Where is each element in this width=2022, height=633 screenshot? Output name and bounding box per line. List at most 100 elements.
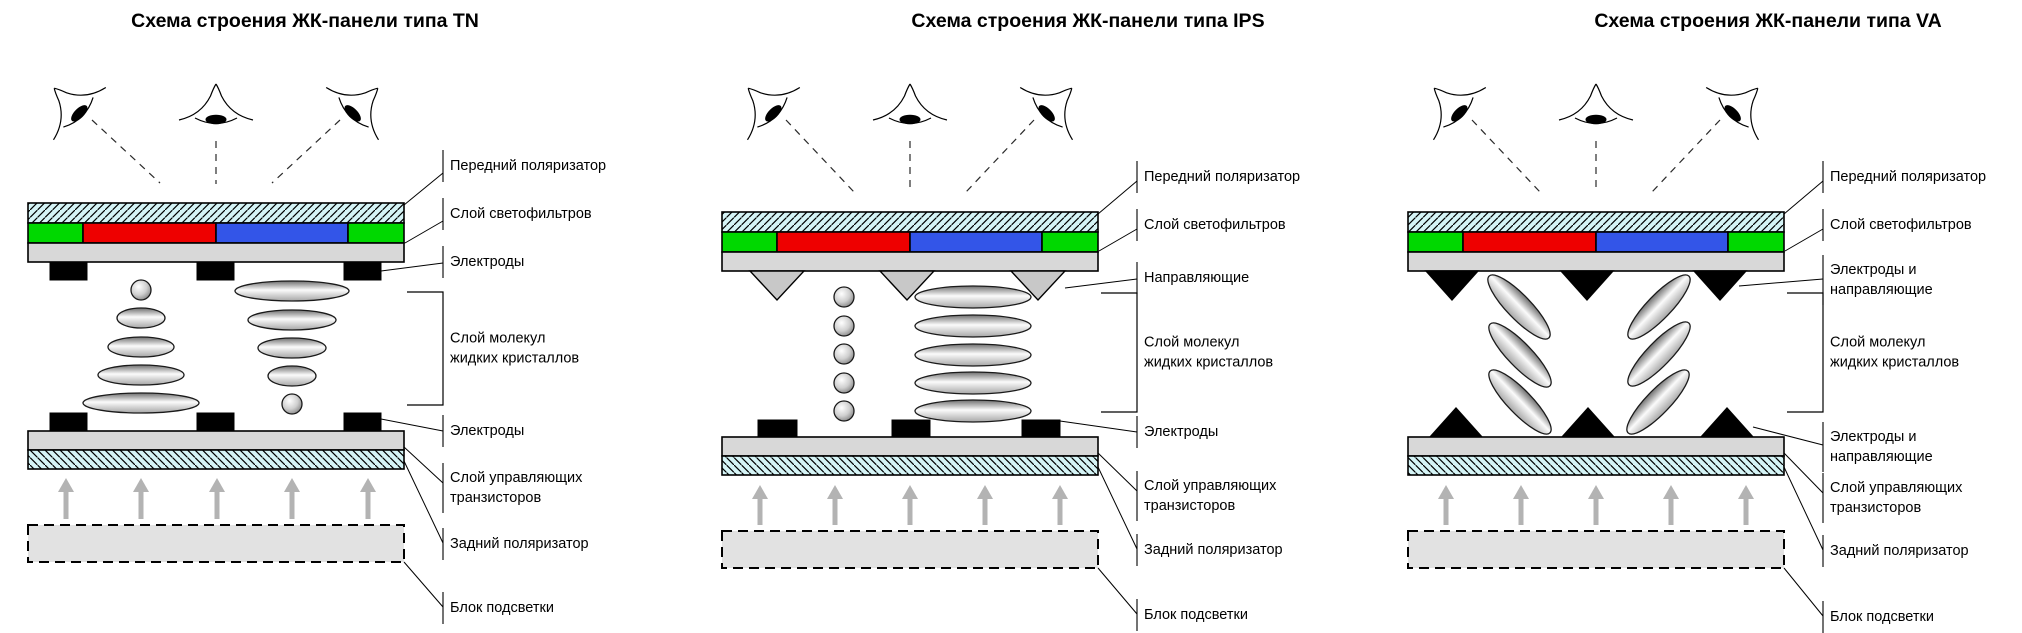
layer-label-backlight: Блок подсветки	[1097, 567, 1248, 631]
color-filter-blue	[909, 231, 1043, 253]
eye-icon	[1432, 86, 1487, 141]
eye-icon	[1558, 83, 1634, 125]
eye-pupil	[205, 114, 227, 125]
panel-va-diagram: Схема строения ЖК-панели типа VA Передний…	[1407, 10, 1986, 633]
viewing-angle-line	[785, 119, 855, 193]
layer-liquid-crystal-molecules	[1487, 274, 1691, 435]
label-text: Слой светофильтров	[1144, 217, 1286, 233]
layer-glass-top	[721, 251, 1099, 272]
lc-molecule-sphere	[833, 315, 855, 337]
layer-glass-bottom	[1407, 436, 1785, 457]
electrode-guide-triangle-top	[1692, 270, 1748, 302]
lc-molecule	[914, 314, 1032, 338]
label-text: Передний поляризатор	[1830, 169, 1986, 185]
molecules-bracket	[407, 291, 444, 406]
eye-icon	[1019, 86, 1074, 141]
label-text: Слой молекул	[450, 330, 545, 346]
label-text: Блок подсветки	[1830, 609, 1934, 625]
layer-backlight	[721, 530, 1099, 569]
label-leader-line	[1783, 180, 1824, 215]
label-leader-line	[1097, 567, 1138, 615]
layer-glass-top	[27, 242, 405, 263]
panel-title: Схема строения ЖК-панели типа IPS	[911, 10, 1264, 32]
light-arrow	[1052, 485, 1068, 525]
label-text: Электроды	[450, 423, 524, 439]
lc-molecule	[116, 307, 166, 329]
lc-molecule	[914, 285, 1032, 309]
lc-molecule-sphere	[833, 286, 855, 308]
label-text: Слой управляющих	[1830, 480, 1963, 496]
lc-molecule-tilted	[1626, 369, 1690, 435]
layer-label-back-polarizer: Задний поляризатор	[1097, 466, 1283, 566]
layer-label-backlight: Блок подсветки	[1783, 567, 1934, 633]
electrode-bottom	[196, 412, 235, 432]
label-text: Задний поляризатор	[450, 536, 589, 552]
label-leader-line	[380, 418, 444, 432]
lc-molecule-sphere	[281, 393, 303, 415]
light-arrow	[827, 485, 843, 525]
layer-glass-bottom	[721, 436, 1099, 457]
color-filter-green	[1407, 231, 1464, 253]
guide-triangle	[748, 270, 806, 302]
viewing-angle-line	[91, 119, 161, 184]
lc-molecule-sphere	[833, 372, 855, 394]
label-leader-line	[404, 220, 444, 244]
electrode-top	[196, 261, 235, 281]
layer-front-polarizer	[1407, 211, 1785, 233]
light-arrow	[209, 478, 225, 519]
lc-molecule-tilted	[1627, 321, 1691, 387]
panel-title: Схема строения ЖК-панели типа TN	[131, 10, 479, 32]
label-text: Передний поляризатор	[450, 158, 606, 174]
layer-liquid-crystal-molecules	[82, 279, 350, 415]
eye-pupil	[899, 114, 921, 125]
label-leader-line	[1783, 452, 1824, 494]
label-text: Слой молекул	[1830, 334, 1925, 350]
electrode-bottom	[757, 419, 798, 438]
molecules-bracket	[1101, 292, 1138, 413]
electrode-top	[343, 261, 382, 281]
light-arrow	[1588, 485, 1604, 525]
layer-label-molecules: Слой молекул жидких кристаллов	[1787, 292, 1959, 413]
electrode-guide-triangle-top	[1424, 270, 1480, 302]
label-text: Слой светофильтров	[450, 206, 592, 222]
color-filter-blue	[1595, 231, 1729, 253]
label-text: транзисторов	[450, 490, 541, 506]
layer-tft	[27, 449, 405, 470]
viewing-angle-line	[1471, 119, 1541, 193]
light-arrow	[284, 478, 300, 519]
eye-pupil	[1585, 114, 1607, 125]
label-leader-line	[380, 262, 444, 272]
layer-label-guides: Направляющие	[1064, 262, 1249, 294]
panel-title: Схема строения ЖК-панели типа VA	[1594, 10, 1941, 32]
color-filter-green	[721, 231, 778, 253]
lc-molecule	[247, 309, 337, 331]
layer-label-color-filters: Слой светофильтров	[1098, 209, 1286, 252]
lc-molecule	[267, 365, 317, 387]
electrode-guide-triangle-bottom	[1560, 406, 1616, 438]
label-text: Направляющие	[1144, 270, 1249, 286]
layer-label-front-polarizer: Передний поляризатор	[403, 150, 606, 206]
color-filter-green	[1727, 231, 1785, 253]
label-leader-line	[1784, 228, 1824, 252]
eye-pupil	[344, 105, 361, 122]
lc-molecule-sphere	[130, 279, 152, 301]
panel-ips-diagram: Схема строения ЖК-панели типа IPS Передни…	[721, 10, 1300, 631]
layer-backlight	[1407, 530, 1785, 569]
eye-icon	[746, 86, 801, 141]
layer-tft	[721, 455, 1099, 476]
label-text: направляющие	[1830, 282, 1933, 298]
layer-label-front-polarizer: Передний поляризатор	[1783, 161, 1986, 215]
layer-label-electrodes-top: Электроды	[380, 246, 524, 278]
layer-label-color-filters: Слой светофильтров	[1784, 209, 1972, 252]
label-text: жидких кристаллов	[1830, 354, 1959, 370]
lc-molecule	[82, 392, 200, 414]
label-leader-line	[1752, 426, 1824, 446]
label-text: Передний поляризатор	[1144, 169, 1300, 185]
label-leader-line	[403, 460, 444, 544]
light-arrow	[1438, 485, 1454, 525]
